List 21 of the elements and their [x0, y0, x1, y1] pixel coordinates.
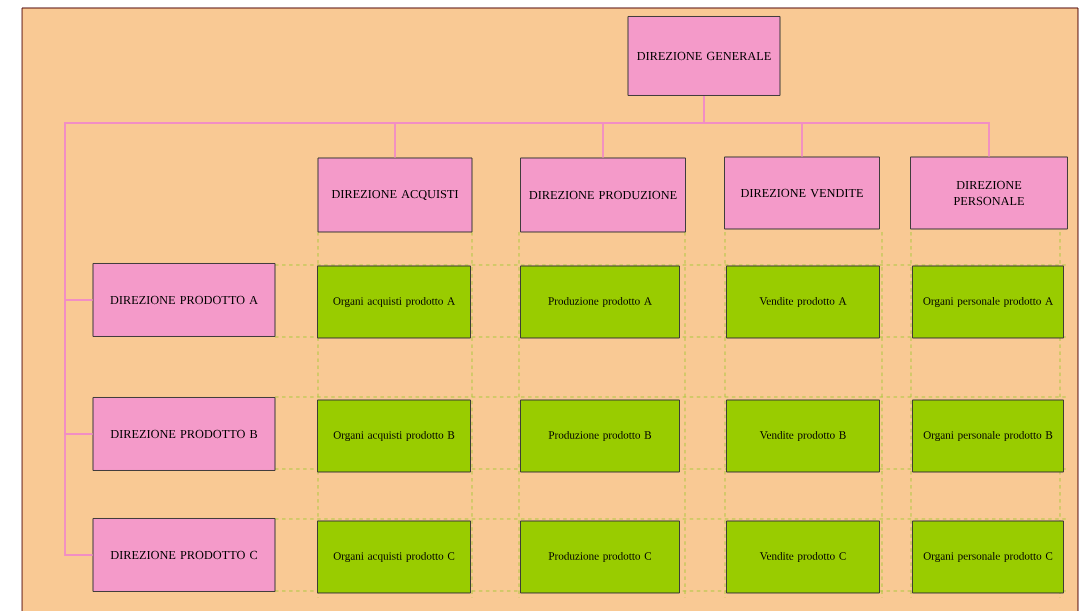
unit-box: Vendite prodotto B: [726, 399, 880, 473]
department-box: DIREZIONE PRODUZIONE: [520, 157, 686, 233]
unit-box: Vendite prodotto C: [726, 520, 880, 594]
unit-box: Organi acquisti prodotto A: [317, 265, 471, 339]
unit-box: Produzione prodotto C: [520, 520, 680, 594]
unit-box: Vendite prodotto A: [726, 265, 880, 339]
unit-box: Organi personale prodotto A: [912, 265, 1064, 339]
unit-box: Organi acquisti prodotto B: [317, 399, 471, 473]
unit-box: Organi personale prodotto C: [912, 520, 1064, 594]
department-box: DIREZIONE ACQUISTI: [317, 157, 473, 233]
department-box: DIREZIONE VENDITE: [724, 156, 880, 230]
department-box: DIREZIONE PERSONALE: [910, 156, 1068, 230]
unit-box: Organi acquisti prodotto C: [317, 520, 471, 594]
department-box: DIREZIONE PRODOTTO C: [92, 518, 276, 592]
department-box: DIREZIONE PRODOTTO B: [92, 397, 276, 471]
unit-box: Produzione prodotto B: [520, 399, 680, 473]
department-box: DIREZIONE PRODOTTO A: [92, 263, 276, 337]
department-box: DIREZIONE GENERALE: [627, 16, 781, 96]
unit-box: Produzione prodotto A: [520, 265, 680, 339]
connector-line: [64, 95, 705, 556]
unit-box: Organi personale prodotto B: [912, 399, 1064, 473]
